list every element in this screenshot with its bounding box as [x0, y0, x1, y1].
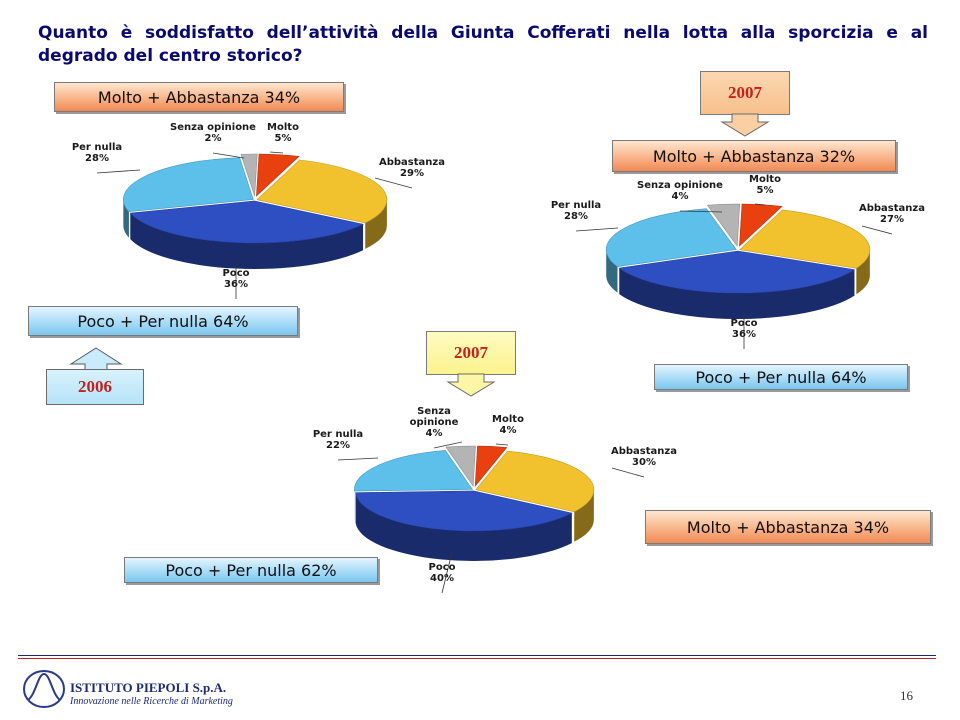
- slice-side-per-nulla: [606, 249, 618, 293]
- leader-line: [861, 225, 893, 235]
- slice-label: 4%: [672, 191, 689, 202]
- summary-negative-2: Poco + Per nulla 64%: [654, 364, 908, 390]
- slice-per-nulla: [123, 157, 254, 212]
- summary-positive-2: Molto + Abbastanza 32%: [612, 140, 896, 172]
- slice-label: Abbastanza: [611, 446, 677, 457]
- slice-molto: [739, 203, 783, 247]
- slice-label: Poco: [731, 318, 758, 329]
- slice-senza-opinione: [240, 153, 258, 197]
- company-tagline: Innovazione nelle Ricerche di Marketing: [70, 696, 233, 707]
- leader-line: [754, 203, 766, 206]
- slice-label: 28%: [85, 153, 109, 164]
- slice-abbastanza: [475, 450, 595, 513]
- leader-line: [433, 441, 463, 449]
- slice-label: 36%: [224, 279, 248, 290]
- slice-side-abbastanza: [856, 249, 870, 295]
- slice-label: 4%: [426, 428, 443, 439]
- slice-molto: [474, 445, 508, 487]
- slice-side-poco: [619, 268, 855, 319]
- company-logo-icon: [23, 670, 65, 708]
- down-arrow-2007-bottom: [446, 373, 496, 397]
- slice-senza-opinione: [706, 203, 741, 247]
- summary-positive-3: Molto + Abbastanza 34%: [645, 510, 931, 544]
- slice-label: 30%: [632, 457, 656, 468]
- slice-label: 4%: [500, 425, 517, 436]
- slice-per-nulla: [354, 450, 473, 492]
- slice-side-abbastanza: [365, 199, 387, 249]
- slice-label: Molto: [749, 174, 781, 185]
- slice-label: 36%: [732, 329, 756, 340]
- company-name: ISTITUTO PIEPOLI S.p.A.: [70, 680, 227, 695]
- slice-label: Abbastanza: [379, 157, 445, 168]
- slice-label: Senza: [417, 406, 451, 417]
- slice-senza-opinione: [445, 445, 476, 487]
- leader-line: [441, 551, 453, 594]
- summary-positive-1: Molto + Abbastanza 34%: [54, 82, 344, 112]
- leader-line: [269, 151, 284, 154]
- summary-negative-1: Poco + Per nulla 64%: [28, 306, 298, 336]
- slice-per-nulla: [605, 208, 737, 267]
- slice-label: 27%: [880, 214, 904, 225]
- leader-line: [337, 457, 379, 461]
- leader-line: [212, 152, 245, 159]
- slice-label: opinione: [410, 417, 459, 428]
- slice-abbastanza: [739, 209, 871, 269]
- slice-label: 22%: [326, 440, 350, 451]
- slice-abbastanza: [256, 159, 388, 224]
- page-number: 16: [900, 688, 913, 703]
- year-label-2007-right: 2007: [700, 71, 790, 115]
- down-arrow-2007-right: [720, 113, 770, 137]
- slice-label: Poco: [429, 562, 456, 573]
- slice-label: 28%: [564, 211, 588, 222]
- slice-label: 40%: [430, 573, 454, 584]
- slice-label: 29%: [400, 168, 424, 179]
- leader-line: [495, 443, 509, 446]
- slice-poco: [618, 250, 856, 294]
- leader-line: [96, 169, 141, 174]
- slice-label: Senza opinione: [637, 180, 723, 191]
- slice-label: Poco: [223, 268, 250, 279]
- slice-label: 2%: [205, 133, 222, 144]
- slice-poco: [355, 490, 573, 532]
- leader-line: [679, 210, 723, 213]
- footer-divider: [18, 655, 936, 661]
- slice-side-poco: [355, 492, 572, 561]
- slice-side-abbastanza: [574, 489, 594, 542]
- slice-label: Per nulla: [72, 142, 122, 153]
- slice-side-poco: [130, 213, 364, 269]
- summary-negative-3: Poco + Per nulla 62%: [124, 557, 378, 583]
- slice-label: 5%: [757, 185, 774, 196]
- slide-title: Quanto è soddisfatto dell’attività della…: [38, 23, 928, 66]
- leader-line: [575, 227, 619, 232]
- leader-line: [611, 467, 645, 478]
- slice-label: Senza opinione: [170, 122, 256, 133]
- slice-side-per-nulla: [123, 199, 129, 238]
- slice-label: Per nulla: [551, 200, 601, 211]
- slice-label: Molto: [267, 122, 299, 133]
- slice-label: Abbastanza: [859, 203, 925, 214]
- slice-label: Per nulla: [313, 429, 363, 440]
- slice-label: 5%: [275, 133, 292, 144]
- year-label-2006: 2006: [46, 369, 144, 405]
- year-label-2007-bottom: 2007: [426, 331, 516, 375]
- slice-label: Molto: [492, 414, 524, 425]
- slice-poco: [129, 200, 364, 244]
- slice-molto: [256, 153, 300, 197]
- leader-line: [374, 177, 413, 189]
